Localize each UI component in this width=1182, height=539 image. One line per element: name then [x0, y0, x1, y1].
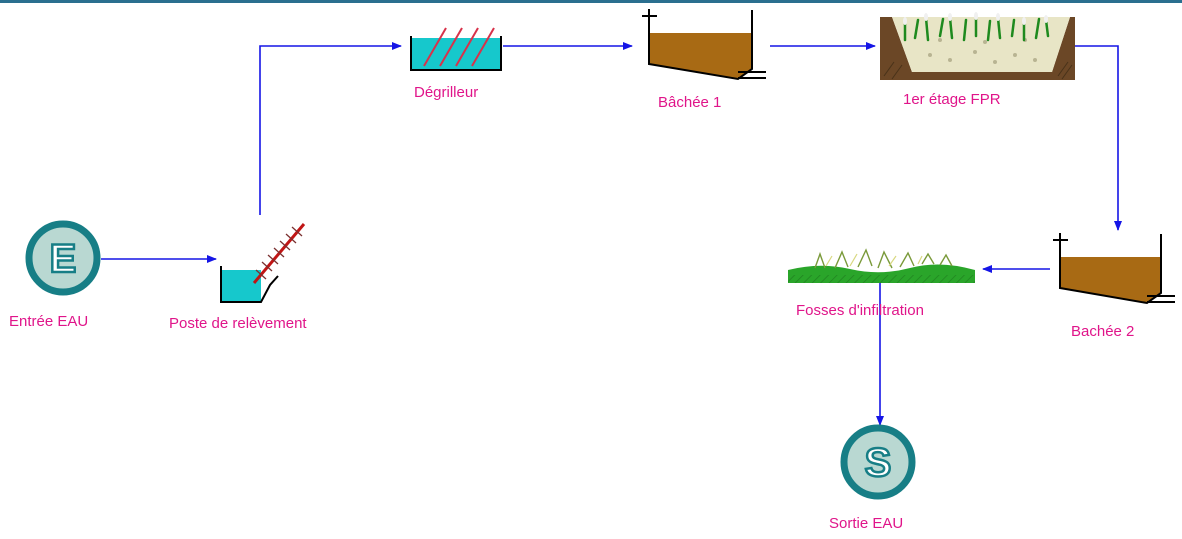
bachee2-label: Bachée 2: [1071, 323, 1135, 340]
entree-label: Entrée EAU: [9, 313, 89, 330]
screen-grid-icon[interactable]: [410, 27, 502, 71]
sortie-label: Sortie EAU: [829, 515, 904, 532]
output-endpoint-icon[interactable]: S: [840, 424, 916, 500]
bachee1-label: Bâchée 1: [658, 94, 722, 111]
flow-fpr-to-bachee2[interactable]: [1075, 45, 1122, 231]
fosses-label: Fosses d'infiltration: [796, 302, 924, 319]
reed-filter-icon[interactable]: [880, 12, 1075, 80]
flow-poste-to-degrilleur[interactable]: [259, 42, 402, 215]
input-endpoint-icon[interactable]: E: [25, 220, 101, 296]
batch-tank-icon[interactable]: [1053, 233, 1175, 305]
poste-label: Poste de relèvement: [169, 315, 307, 332]
infiltration-trench-icon[interactable]: [788, 248, 975, 283]
degrilleur-label: Dégrilleur: [414, 84, 479, 101]
lift-station-icon[interactable]: [220, 223, 306, 303]
window-top-border: [0, 0, 1182, 3]
batch-tank-icon[interactable]: [642, 9, 766, 81]
fpr-label: 1er étage FPR: [903, 91, 1001, 108]
flow-connectors: [101, 42, 1122, 426]
entree-letter: E: [50, 237, 77, 281]
sortie-letter: S: [865, 441, 892, 485]
